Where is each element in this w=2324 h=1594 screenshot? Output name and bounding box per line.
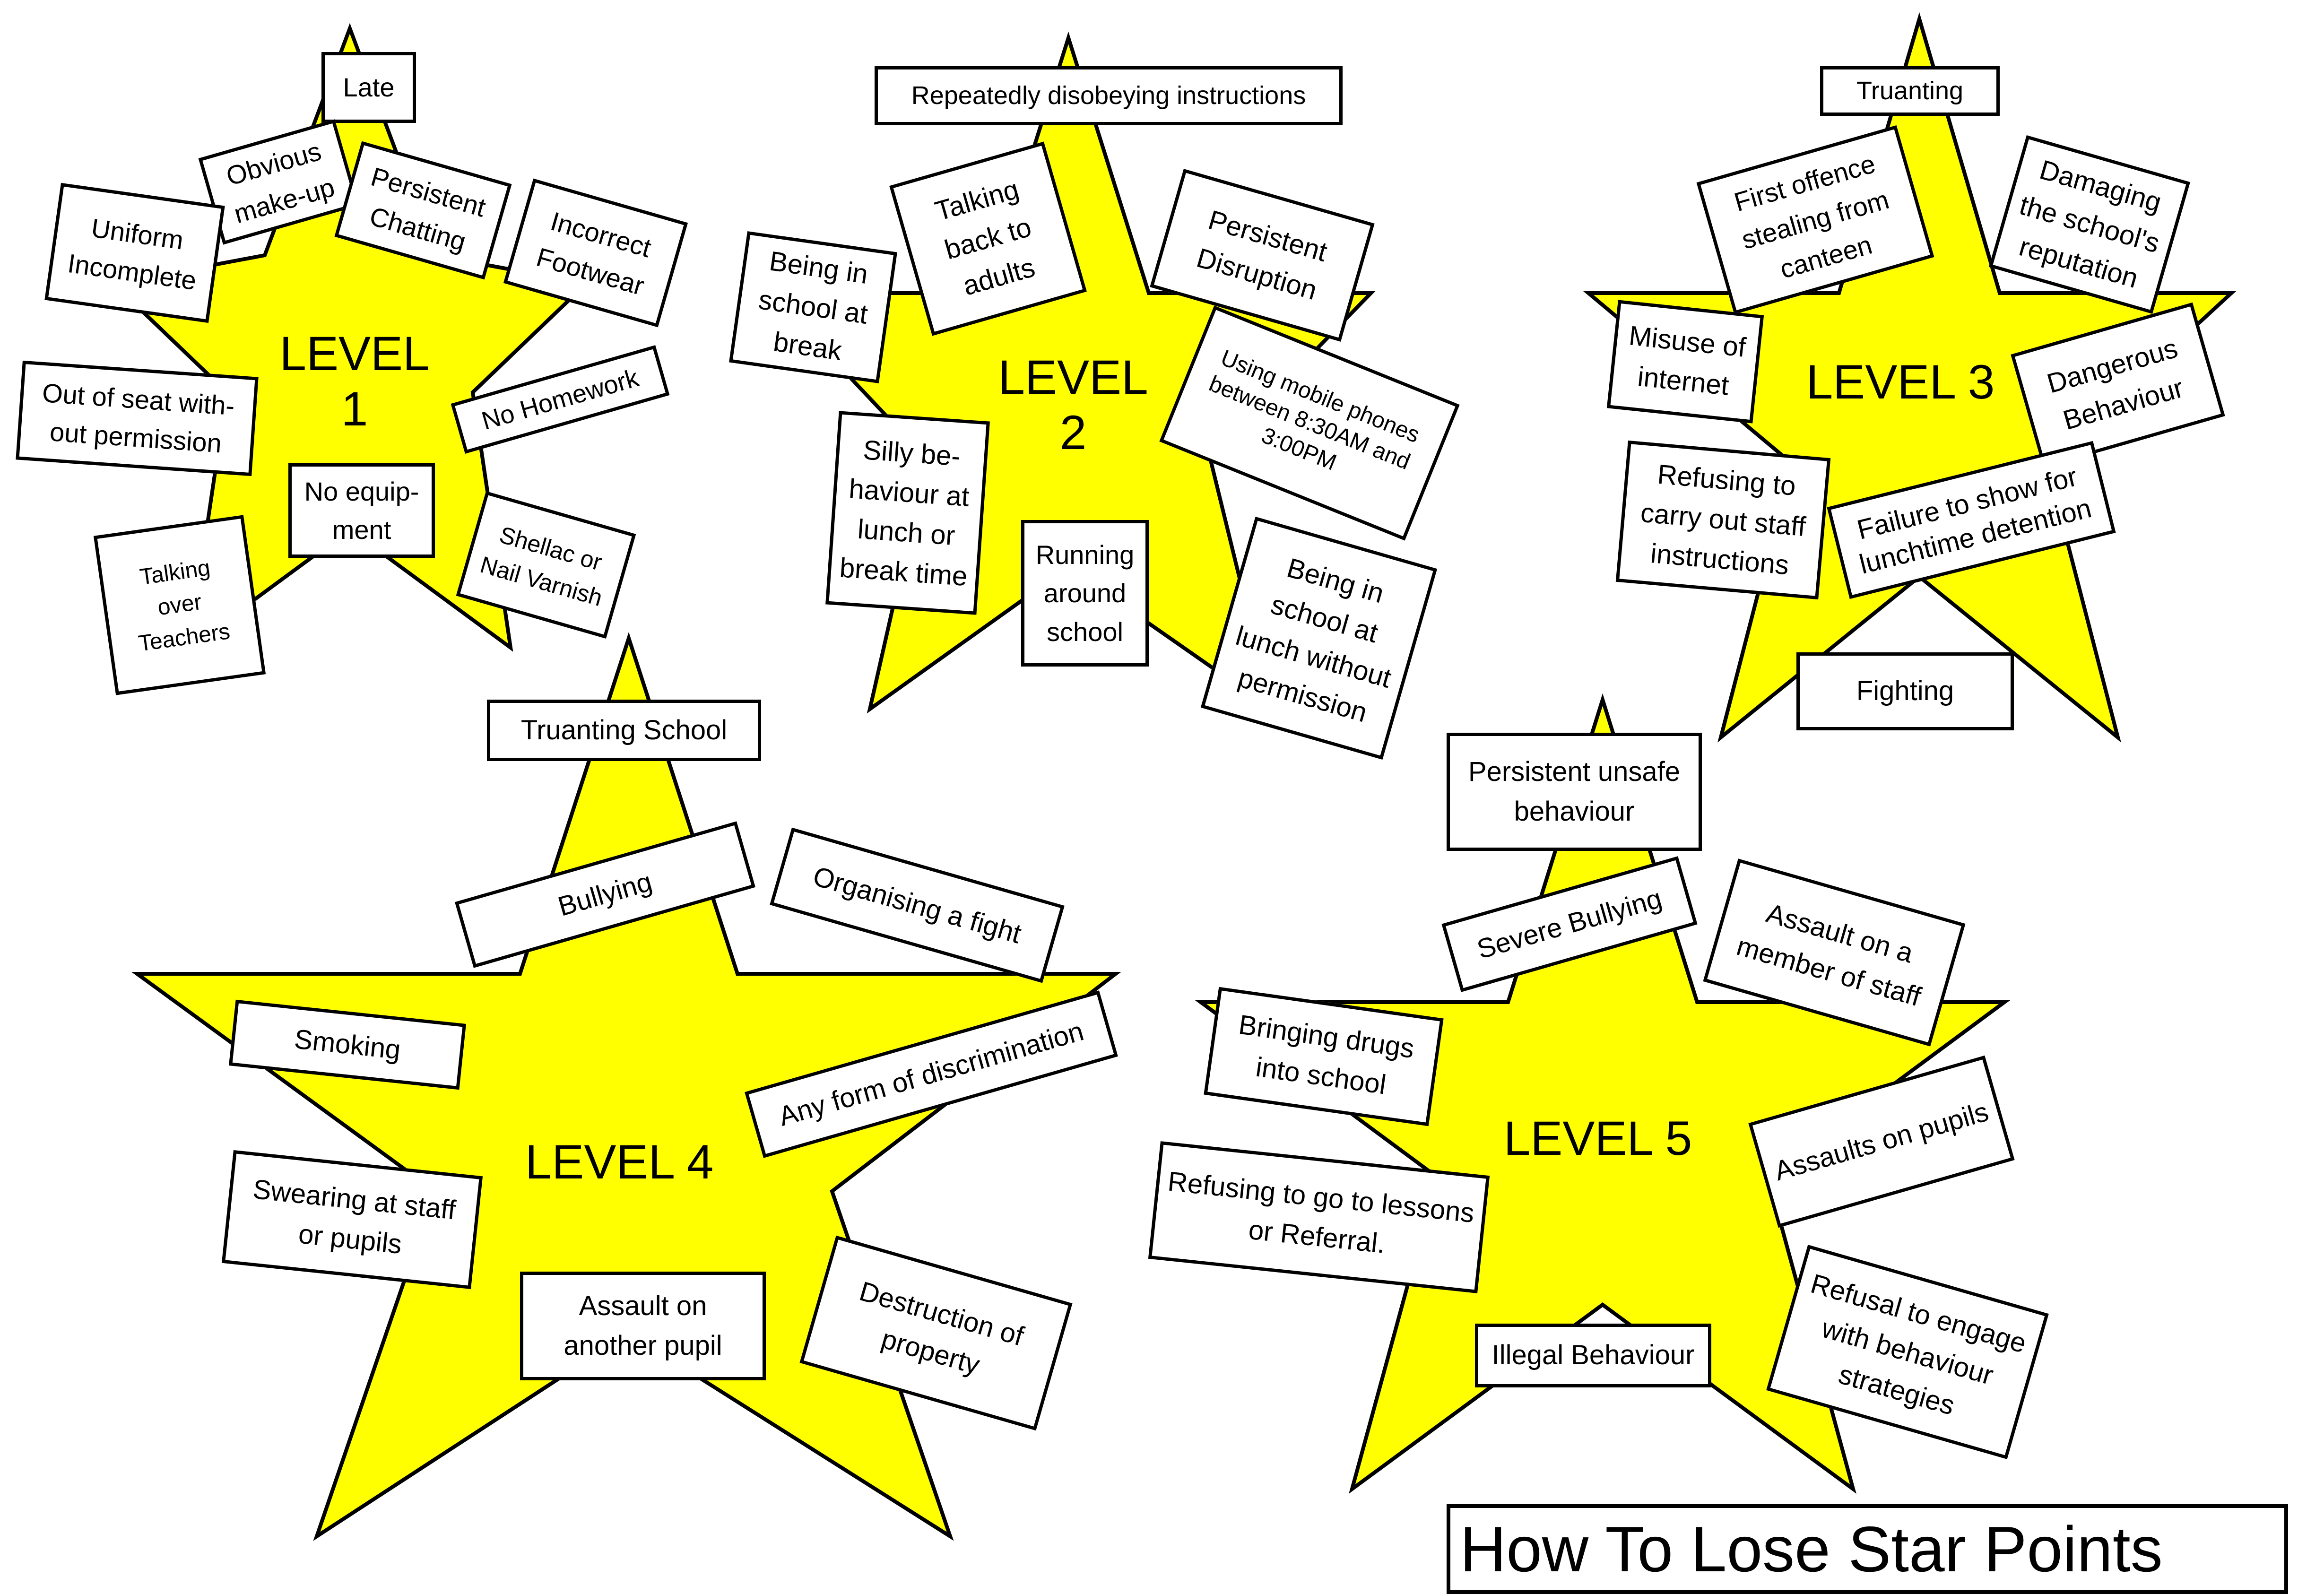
card-uniform-incomplete: Uniform Incomplete — [44, 182, 225, 323]
card-repeatedly-disobeying: Repeatedly disobeying instructions — [875, 66, 1343, 125]
card-talking-over-teachers: Talking over Teachers — [93, 515, 266, 695]
card-truanting: Truanting — [1820, 66, 2000, 116]
level-1-label: LEVEL 1 — [279, 327, 430, 436]
card-illegal-behaviour: Illegal Behaviour — [1475, 1324, 1711, 1387]
card-misuse-of-internet: Misuse of internet — [1606, 300, 1764, 424]
card-running-around-school: Running around school — [1021, 520, 1149, 667]
card-late: Late — [321, 52, 416, 123]
card-being-in-school-at-break: Being in school at break — [729, 231, 897, 383]
card-silly-behaviour: Silly be- haviour at lunch or break time — [825, 411, 990, 615]
page-title: How To Lose Star Points — [1447, 1504, 2288, 1594]
card-truanting-school: Truanting School — [487, 700, 761, 761]
level-3-label: LEVEL 3 — [1806, 355, 1995, 409]
card-out-of-seat: Out of seat with- out permission — [16, 360, 259, 476]
level-2-label: LEVEL 2 — [998, 350, 1148, 460]
level-5-label: LEVEL 5 — [1503, 1111, 1692, 1165]
card-assault-on-another-pupil: Assault on another pupil — [520, 1272, 766, 1380]
level-4-label: LEVEL 4 — [525, 1135, 714, 1189]
card-refusing-staff-instructions: Refusing to carry out staff instructions — [1615, 440, 1831, 600]
card-persistent-unsafe-behaviour: Persistent unsafe behaviour — [1447, 733, 1702, 851]
card-no-equipment: No equip- ment — [288, 463, 435, 558]
card-fighting: Fighting — [1796, 652, 2014, 730]
